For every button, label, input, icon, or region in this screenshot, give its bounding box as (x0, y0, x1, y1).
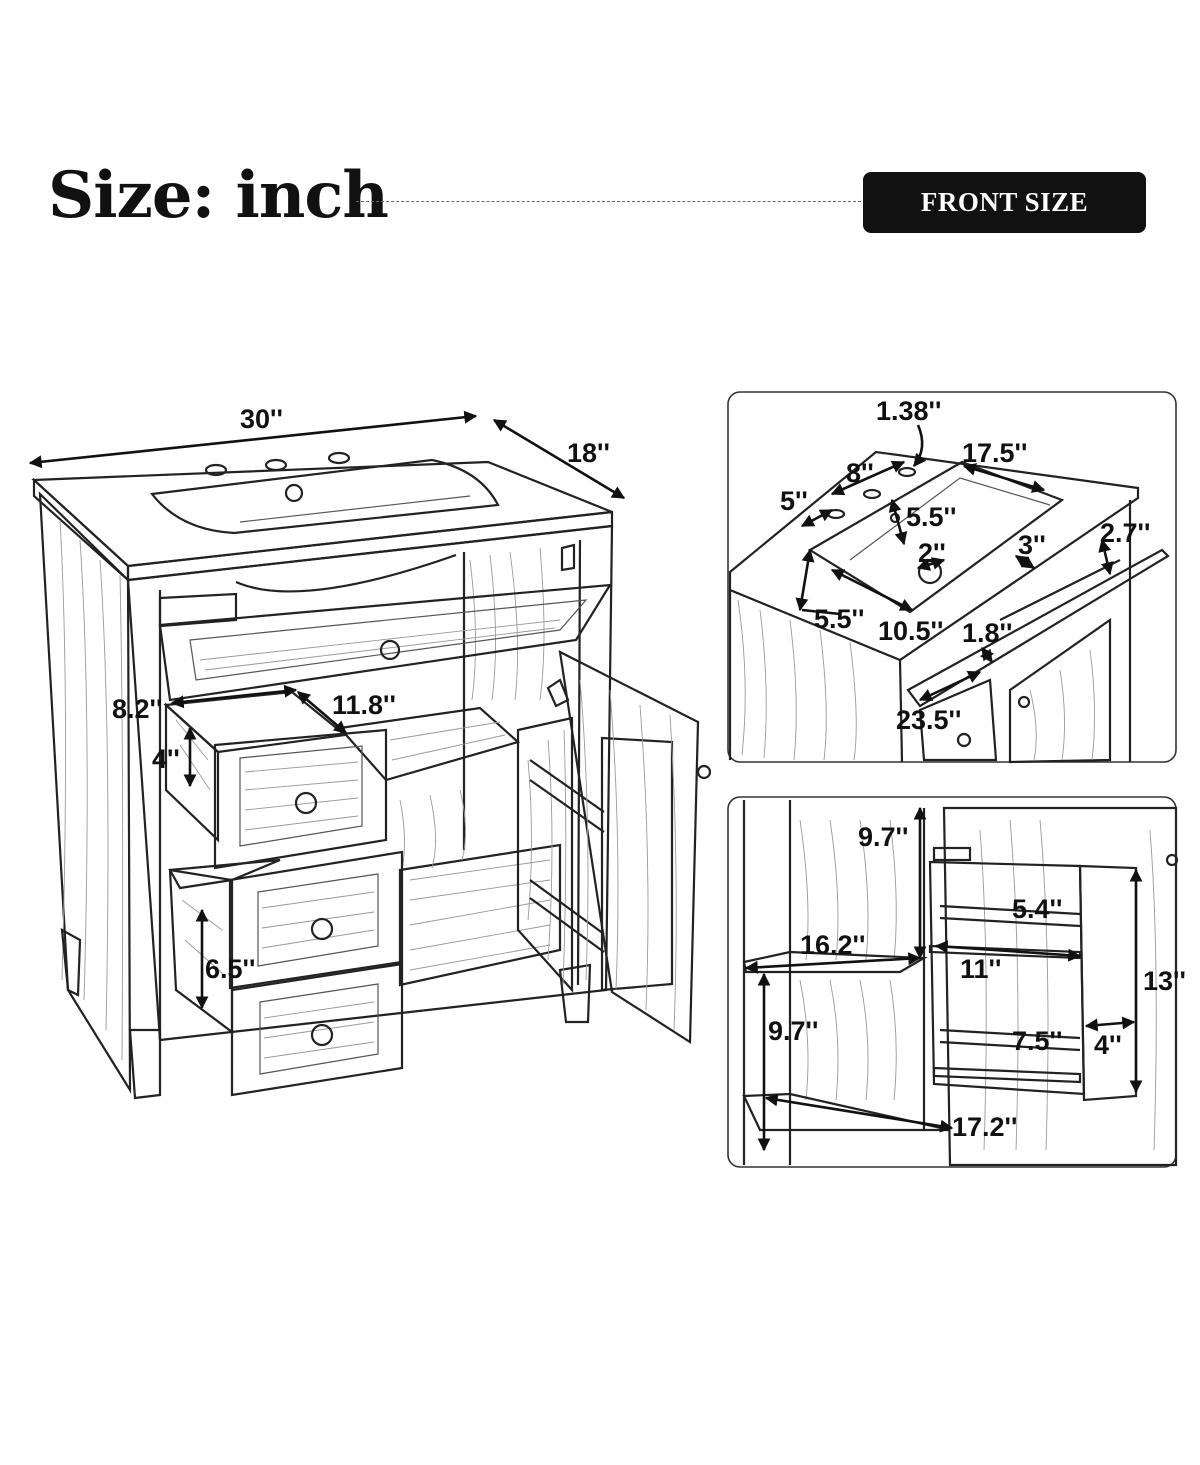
tray-knob-icon (379, 639, 401, 661)
dim-rack-rail-label: 5.4'' (1012, 894, 1062, 924)
front-size-badge: FRONT SIZE (863, 172, 1146, 233)
dim-shelf-depth-label: 16.2'' (800, 930, 865, 960)
dim-tray-depth-label: 2.7'' (1100, 518, 1150, 548)
open-door-panel (942, 806, 1178, 1167)
dim-basin-depth-label: 10.5'' (878, 616, 943, 646)
dim-lower-height-label: 9.7'' (768, 1016, 818, 1046)
dim-depth-label: 18'' (567, 438, 610, 468)
dim-lower-drawer-label: 6.5'' (205, 954, 255, 984)
upper-drawer-knob-icon (294, 791, 318, 815)
dim-rack-rail-low-label: 7.5'' (1012, 1026, 1062, 1056)
door-knob-icon (696, 764, 712, 780)
middle-drawer-knob-icon (310, 917, 334, 941)
lower-drawer-knob-icon (310, 1023, 334, 1047)
rack-door (516, 716, 574, 993)
dim-basin-length-label: 17.5'' (962, 438, 1027, 468)
dim-hole-spacing-label: 8'' (846, 458, 874, 488)
dim-rack-width-label: 11'' (960, 954, 1001, 984)
dim-bottom-depth-label: 17.2'' (952, 1112, 1017, 1142)
countertop (31, 460, 613, 568)
basin (149, 458, 500, 535)
right-door (558, 650, 700, 1044)
title-divider (356, 201, 861, 202)
page-title: Size: inch (48, 158, 389, 233)
lower-drawer-front (230, 962, 404, 1097)
dim-drawer-inner-label: 4'' (152, 744, 180, 774)
dim-faucet-hole-label: 1.38'' (876, 396, 941, 426)
bottom-shelf (398, 843, 562, 987)
cabinet-dimensions: 9.7'' 16.2'' 5.4'' 11'' 13'' 9.7'' 7.5''… (744, 806, 1186, 1152)
dim-drain-label: 2'' (918, 538, 946, 568)
dim-left-offset-label: 5'' (780, 486, 808, 516)
dim-upper-height-label: 9.7'' (858, 822, 908, 852)
front-frame (126, 524, 614, 1042)
faucet-hole-center-icon (264, 458, 288, 472)
dim-width-label: 30'' (240, 404, 283, 434)
main-dimensions: 30'' 18'' 8.2'' 11.8'' 4'' 6.5'' (28, 404, 626, 1010)
dim-front-offset-label: 5.5'' (814, 604, 864, 634)
side-panel (38, 491, 132, 1094)
dim-rack-depth-label: 4'' (1094, 1030, 1122, 1060)
dim-basin-width-label: 5.5'' (906, 502, 956, 532)
vanity-main-illustration (31, 451, 712, 1100)
dim-drawer-top-label: 8.2'' (112, 694, 162, 724)
tilt-out-tray (158, 583, 613, 702)
dim-rim-front-label: 3'' (1018, 530, 1046, 560)
dim-rack-height-label: 13'' (1143, 966, 1186, 996)
dim-drawer-depth-label: 11.8'' (332, 690, 396, 720)
basin-dimensions: 1.38'' 8'' 17.5'' 5'' 5.5'' 2'' 3'' 2.7'… (780, 396, 1150, 735)
door-rack (600, 736, 674, 992)
faucet-hole-right-icon (327, 451, 351, 465)
upper-drawer-front (213, 728, 388, 870)
dim-tray-height-label: 1.8'' (962, 618, 1012, 648)
drain-icon (284, 483, 304, 503)
dim-tray-width-label: 23.5'' (896, 705, 961, 735)
middle-drawer-front (228, 850, 404, 990)
